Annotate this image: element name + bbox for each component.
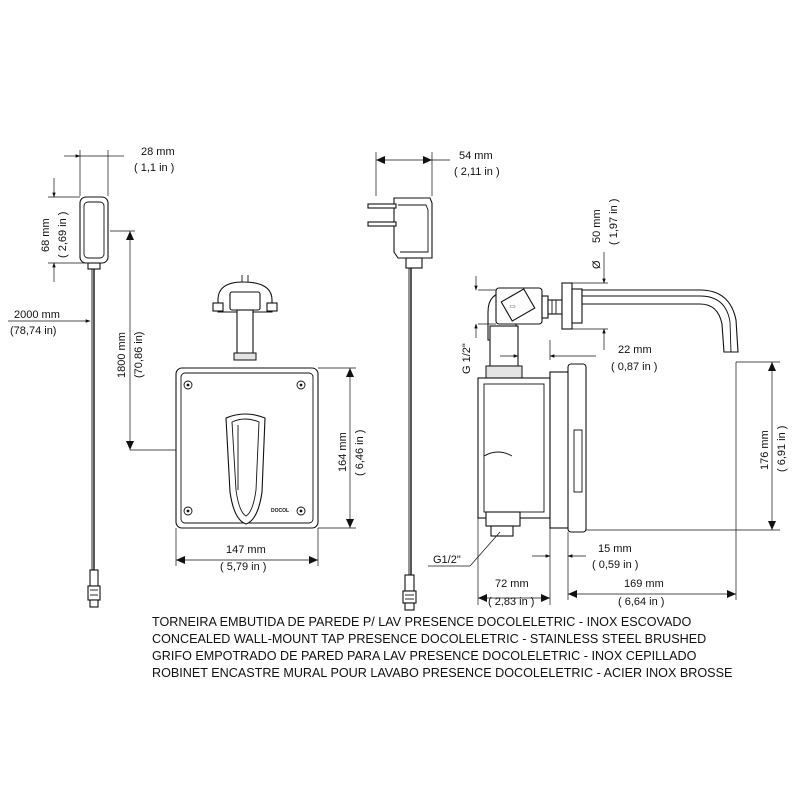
dim-2000mm-label: 2000 mm xyxy=(14,309,60,321)
dim-68mm-inch: ( 2,69 in ) xyxy=(57,212,69,258)
dim-diameter-50mm: Ø 50 mm ( 1,97 in ) xyxy=(562,199,620,350)
dim-28mm: 28 mm ( 1,1 in ) xyxy=(64,146,175,196)
dim-15mm: 15 mm ( 0,59 in ) xyxy=(532,528,638,571)
dim-72mm: 72 mm ( 2,83 in ) xyxy=(477,518,551,608)
dim-50mm-label: 50 mm xyxy=(591,209,603,243)
dim-169mm: 169 mm ( 6,64 in ) xyxy=(567,362,737,608)
dim-thread-top: G 1/2" xyxy=(461,276,496,374)
dim-176mm-label: 176 mm xyxy=(759,430,771,470)
dim-54mm-label: 54 mm xyxy=(459,150,493,162)
dim-68mm: 68 mm ( 2,69 in ) xyxy=(40,178,88,282)
dim-28mm-inch: ( 1,1 in ) xyxy=(134,162,174,174)
dim-54mm: 54 mm ( 2,11 in ) xyxy=(375,150,500,196)
dim-1800mm: 1800 mm (70,86 in) xyxy=(110,230,176,451)
dim-72mm-label: 72 mm xyxy=(495,578,529,590)
thread-top-label: G 1/2" xyxy=(461,343,473,374)
caption-french: ROBINET ENCASTRE MURAL POUR LAVABO PRESE… xyxy=(152,666,732,680)
dim-147mm-label: 147 mm xyxy=(226,544,266,556)
dim-22mm-inch: ( 0,87 in ) xyxy=(611,361,657,373)
dim-15mm-label: 15 mm xyxy=(598,543,632,555)
dim-diameter-symbol: Ø xyxy=(591,260,603,269)
dim-thread-bottom: G1/2" xyxy=(428,531,501,567)
dim-15mm-inch: ( 0,59 in ) xyxy=(592,559,638,571)
dim-72mm-inch: ( 2,83 in ) xyxy=(488,596,534,608)
dim-169mm-label: 169 mm xyxy=(624,578,664,590)
caption-english: CONCEALED WALL-MOUNT TAP PRESENCE DOCOLE… xyxy=(152,632,706,646)
dim-176mm: 176 mm ( 6,91 in ) xyxy=(586,361,788,531)
dim-54mm-inch: ( 2,11 in ) xyxy=(454,166,500,178)
dim-22mm: 22 mm ( 0,87 in ) xyxy=(500,340,657,373)
dim-169mm-inch: ( 6,64 in ) xyxy=(618,596,664,608)
brand-mark: DOCOL xyxy=(271,508,289,514)
dim-2000mm-inch: (78,74 in) xyxy=(10,325,56,337)
dim-22mm-label: 22 mm xyxy=(618,344,652,356)
front-plate-view: DOCOL xyxy=(175,275,319,529)
caption-block: TORNEIRA EMBUTIDA DE PAREDE P/ LAV PRESE… xyxy=(152,615,732,680)
dim-50mm-inch: ( 1,97 in ) xyxy=(608,199,620,245)
side-view: ▭ xyxy=(477,282,739,537)
caption-portuguese: TORNEIRA EMBUTIDA DE PAREDE P/ LAV PRESE… xyxy=(152,615,692,629)
connector-marking: ▭ xyxy=(510,304,516,310)
dim-164mm: 164 mm ( 6,46 in ) xyxy=(318,367,366,529)
dim-164mm-label: 164 mm xyxy=(337,432,349,472)
dim-176mm-inch: ( 6,91 in ) xyxy=(776,426,788,472)
dim-147mm: 147 mm ( 5,79 in ) xyxy=(175,528,319,573)
sensor-module xyxy=(79,196,109,608)
power-adapter xyxy=(367,197,433,611)
dim-164mm-inch: ( 6,46 in ) xyxy=(354,430,366,476)
dim-68mm-label: 68 mm xyxy=(40,218,52,252)
dim-1800mm-inch: (70,86 in) xyxy=(133,332,145,378)
dim-1800mm-label: 1800 mm xyxy=(116,332,128,378)
thread-bottom-label: G1/2" xyxy=(433,554,461,566)
caption-spanish: GRIFO EMPOTRADO DE PARED PARA LAV PRESEN… xyxy=(152,649,697,663)
dim-28mm-label: 28 mm xyxy=(141,146,175,158)
dim-147mm-inch: ( 5,79 in ) xyxy=(220,561,266,573)
dim-2000mm: 2000 mm (78,74 in) xyxy=(8,309,91,337)
